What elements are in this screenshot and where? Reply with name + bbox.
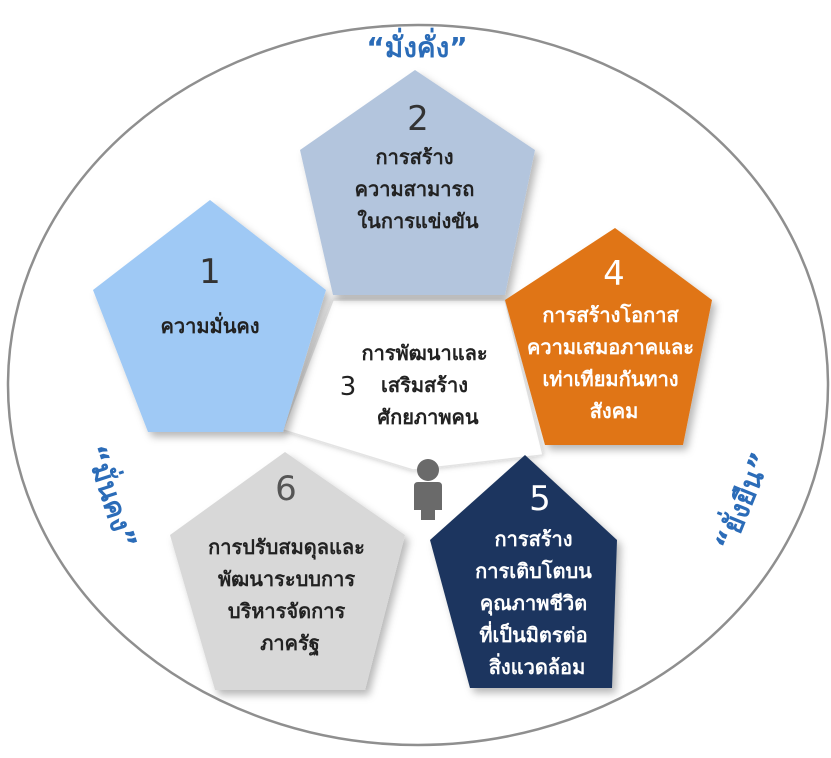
svg-text:การสร้าง การเติบโตบน: การสร้าง การเติบโตบน คุณภาพชีวิต ที่เป็น… — [475, 527, 599, 679]
strategy-4-number: 4 — [603, 254, 625, 294]
motto-top: “มั่งคั่ง” — [366, 27, 467, 64]
strategy-6-line: การปรับสมดุลและ — [208, 535, 365, 560]
strategy-5-line: สิ่งแวดล้อม — [489, 652, 586, 679]
svg-text:การปรับสมดุลและ พัฒนาระบ: การปรับสมดุลและ พัฒนาระบบการ บริหารจัดกา… — [208, 535, 372, 657]
strategy-2-shape — [300, 70, 535, 295]
strategy-5-line: การสร้าง — [495, 527, 573, 551]
strategy-5-line: ที่เป็นมิตรต่อ — [479, 620, 587, 647]
svg-text:การสร้าง ความสามารถ: การสร้าง ความสามารถ ในการแข่งขัน — [355, 145, 482, 233]
strategy-5-line: คุณภาพชีวิต — [480, 591, 587, 616]
person-icon — [414, 459, 442, 520]
strategy-4-line: การสร้างโอกาส — [542, 303, 679, 327]
strategy-5-shape — [430, 455, 617, 688]
strategy-1-shape — [93, 200, 326, 432]
strategy-6-line: พัฒนาระบบการ — [218, 567, 355, 591]
svg-text:ความมั่นคง: ความมั่นคง — [160, 311, 259, 338]
center-number: 3 — [340, 372, 357, 402]
center-line: เสริมสร้าง — [381, 373, 468, 397]
strategy-5-number: 5 — [529, 479, 551, 519]
strategy-4-line: เท่าเทียมกันทาง — [542, 367, 678, 391]
center-line: ศักยภาพคน — [377, 405, 479, 429]
strategy-2: 2 การสร้าง ความสามารถ ในการแข่งขัน — [300, 70, 535, 295]
strategy-6-line: ภาครัฐ — [260, 631, 320, 657]
strategy-1: 1 ความมั่นคง — [93, 200, 326, 432]
strategy-2-number: 2 — [407, 99, 429, 139]
svg-text:การพัฒนาและ เสริมสร้าง: การพัฒนาและ เสริมสร้าง ศักยภาพคน — [361, 341, 494, 429]
center-pentagon — [282, 299, 544, 471]
strategy-2-line: ความสามารถ — [355, 177, 475, 201]
strategy-6-number: 6 — [275, 469, 297, 509]
strategy-4: 4 การสร้างโอกาส ความเสมอภาคและ เท่าเทียม… — [505, 228, 712, 445]
strategy-2-line: ในการแข่งขัน — [357, 209, 479, 233]
strategy-1-line: ความมั่นคง — [160, 311, 259, 338]
svg-text:การสร้างโอกาส ความเสมอภา: การสร้างโอกาส ความเสมอภาคและ เท่าเทียมกั… — [527, 303, 701, 423]
strategy-6-shape — [170, 452, 405, 690]
strategy-4-line: สังคม — [590, 399, 639, 423]
strategy-6: 6 การปรับสมดุลและ พัฒนาระบบการ บริหารจัด… — [170, 452, 405, 690]
strategy-4-shape — [505, 228, 712, 445]
strategy-5: 5 การสร้าง การเติบโตบน คุณภาพชีวิต ที่เป… — [430, 455, 617, 688]
strategy-5-line: การเติบโตบน — [475, 559, 592, 583]
strategy-2-line: การสร้าง — [376, 145, 454, 169]
center-line: การพัฒนาและ — [361, 341, 487, 365]
strategy-1-number: 1 — [199, 252, 221, 292]
strategy-6-line: บริหารจัดการ — [228, 599, 346, 623]
strategy-4-line: ความเสมอภาคและ — [527, 335, 694, 359]
